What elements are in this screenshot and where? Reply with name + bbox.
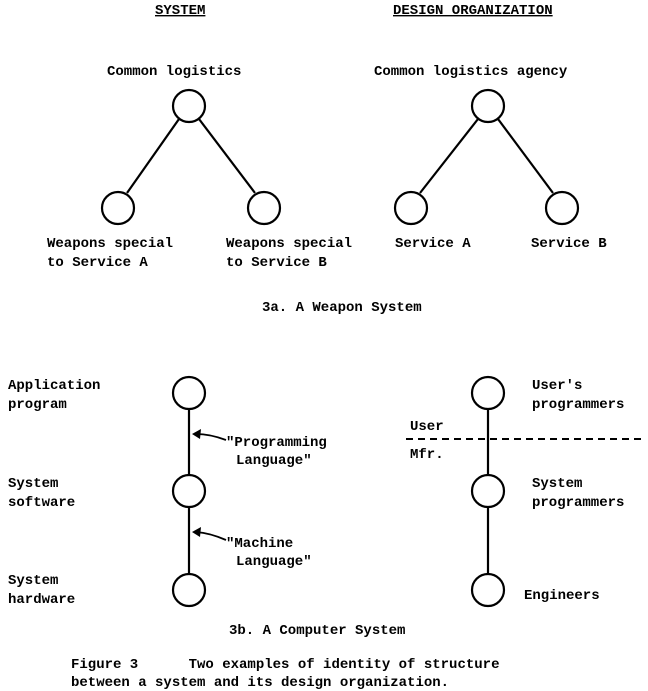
org-node-left bbox=[393, 190, 429, 226]
system-header: SYSTEM bbox=[155, 3, 205, 19]
weapon-left-label-line2: to Service A bbox=[47, 255, 148, 271]
programming-language-arrow bbox=[192, 429, 227, 441]
users-programmers-label-line1: User's bbox=[532, 378, 582, 394]
application-program-label-line1: Application bbox=[8, 378, 100, 394]
org-right-label: Service B bbox=[531, 236, 607, 252]
machine-language-label-line1: "Machine bbox=[226, 536, 293, 552]
computer-node-hardware bbox=[171, 572, 207, 608]
weapon-right-label-line1: Weapons special bbox=[226, 236, 352, 252]
system-programmers-label-line2: programmers bbox=[532, 495, 624, 511]
programmer-node-engineers bbox=[470, 572, 506, 608]
weapon-edge-right bbox=[198, 118, 256, 194]
weapon-node-right bbox=[246, 190, 282, 226]
weapon-left-label-line1: Weapons special bbox=[47, 236, 173, 252]
weapon-root-label: Common logistics bbox=[107, 64, 241, 80]
figure-caption-line2: between a system and its design organiza… bbox=[71, 675, 449, 691]
programming-language-label-line2: Language" bbox=[236, 453, 312, 469]
org-node-root bbox=[470, 88, 506, 124]
system-software-label-line2: software bbox=[8, 495, 75, 511]
org-edge-right bbox=[497, 118, 554, 194]
programmer-node-system bbox=[470, 473, 506, 509]
org-edge-left bbox=[419, 118, 479, 194]
org-root-label: Common logistics agency bbox=[374, 64, 568, 80]
engineers-label: Engineers bbox=[524, 588, 600, 604]
org-left-label: Service A bbox=[395, 236, 471, 252]
caption-3b: 3b. A Computer System bbox=[229, 623, 405, 639]
divider-user-label: User bbox=[410, 419, 444, 435]
system-hardware-label-line1: System bbox=[8, 573, 58, 589]
computer-system-chain bbox=[171, 375, 207, 608]
system-programmers-label-line1: System bbox=[532, 476, 582, 492]
weapon-edge-left bbox=[126, 118, 180, 194]
machine-language-arrow bbox=[192, 527, 227, 541]
logistics-org-tree bbox=[393, 88, 580, 226]
machine-language-label-line2: Language" bbox=[236, 554, 312, 570]
application-program-label-line2: program bbox=[8, 397, 67, 413]
system-hardware-label-line2: hardware bbox=[8, 592, 75, 608]
programming-language-label-line1: "Programming bbox=[226, 435, 327, 451]
users-programmers-label-line2: programmers bbox=[532, 397, 624, 413]
caption-3a: 3a. A Weapon System bbox=[262, 300, 422, 316]
org-node-right bbox=[544, 190, 580, 226]
divider-mfr-label: Mfr. bbox=[410, 447, 444, 463]
weapon-system-tree bbox=[100, 88, 282, 226]
weapon-right-label-line2: to Service B bbox=[226, 255, 327, 271]
weapon-node-left bbox=[100, 190, 136, 226]
computer-node-software bbox=[171, 473, 207, 509]
computer-node-application bbox=[171, 375, 207, 411]
system-software-label-line1: System bbox=[8, 476, 58, 492]
weapon-node-root bbox=[171, 88, 207, 124]
programmer-org-chain bbox=[470, 375, 506, 608]
design-organization-header: DESIGN ORGANIZATION bbox=[393, 3, 553, 19]
figure-caption-line1: Figure 3 Two examples of identity of str… bbox=[71, 657, 499, 673]
programmer-node-users bbox=[470, 375, 506, 411]
